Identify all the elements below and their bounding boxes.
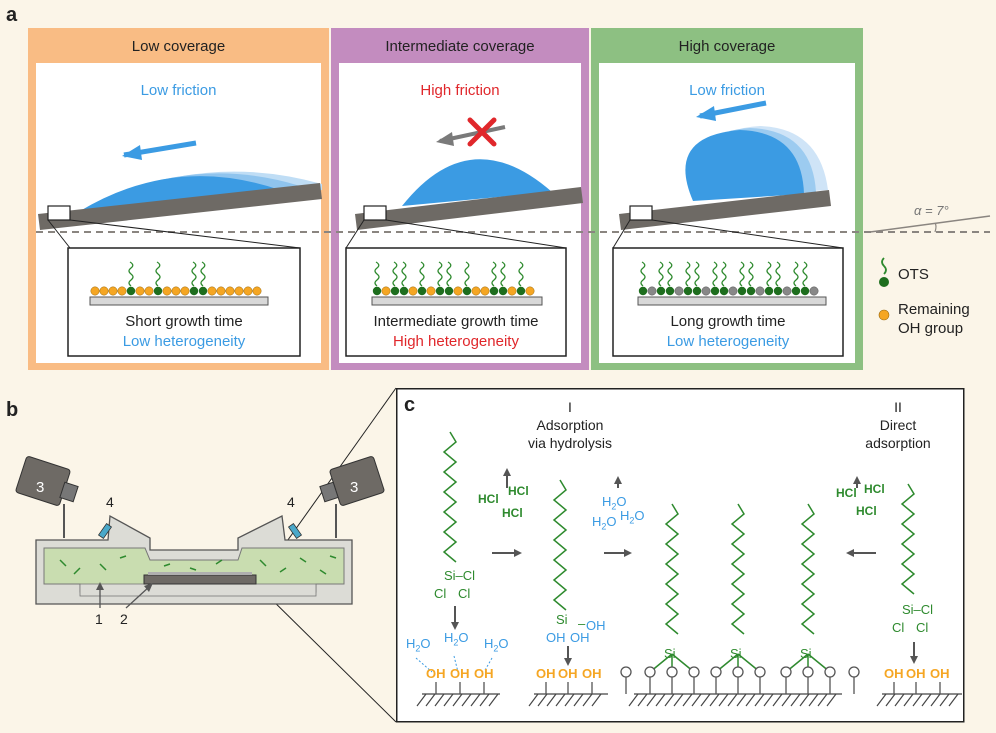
high-tilted-plate	[619, 190, 831, 230]
hcl-label: HCl	[508, 484, 529, 498]
cl-label: Cl	[892, 620, 905, 635]
high-friction-label: High friction	[420, 82, 500, 99]
route-1-numeral: I	[568, 399, 572, 415]
tilt-angle-label: α = 7°	[914, 203, 949, 218]
h2o-label: H2O	[602, 494, 627, 512]
h2o-label: H2O	[620, 508, 645, 526]
low-arrow-icon	[122, 145, 142, 160]
panel-b-letter: b	[6, 399, 19, 421]
high-heterogeneity-label: High heterogeneity	[393, 333, 519, 350]
route-2-line2: adsorption	[865, 435, 931, 451]
legend-ots-label: OTS	[898, 266, 929, 283]
si-cl-label: Si–Cl	[444, 568, 476, 583]
short-growth-label: Short growth time	[125, 313, 243, 330]
surface-oh-label: OH	[930, 666, 950, 681]
low-droplet	[80, 171, 322, 211]
high-arrow-icon	[696, 106, 716, 121]
h2o-label: H2O	[444, 630, 469, 648]
low-tilted-plate	[38, 183, 322, 230]
legend-oh-line1: Remaining	[898, 301, 970, 318]
high-coverage-title: High coverage	[678, 38, 776, 55]
camera-right	[319, 456, 385, 538]
mid-tilted-plate	[355, 187, 583, 230]
ots-icon	[881, 257, 887, 275]
cl-label: Cl	[916, 620, 929, 635]
legend-oh-line2: OH group	[898, 320, 964, 337]
low-coverage-substrate	[89, 261, 269, 306]
hcl-label: HCl	[836, 486, 857, 500]
panel-c-frame	[396, 388, 965, 723]
label-1: 1	[95, 611, 103, 627]
si-cl-label: Si–Cl	[902, 602, 934, 617]
high-coverage-substrate	[637, 261, 827, 306]
label-2: 2	[120, 611, 128, 627]
mid-arrow-icon	[436, 132, 454, 146]
high-droplet	[685, 126, 828, 201]
window-label-right: 4	[287, 494, 295, 510]
intermediate-coverage-substrate	[371, 261, 543, 306]
cl-label: Cl	[458, 586, 471, 601]
si-label: Si	[556, 612, 568, 627]
surface-oh-label: OH	[426, 666, 446, 681]
surface-oh-label: OH	[558, 666, 578, 681]
oh-label: OH	[570, 630, 590, 645]
camera-left	[15, 456, 79, 538]
oh-label: OH	[586, 618, 606, 633]
surface-oh-label: OH	[582, 666, 602, 681]
hcl-label: HCl	[864, 482, 885, 496]
oh-label: OH	[546, 630, 566, 645]
window-label-left: 4	[106, 494, 114, 510]
surface-oh-label: OH	[906, 666, 926, 681]
route-2-line1: Direct	[879, 417, 917, 433]
hcl-label: HCl	[502, 506, 523, 520]
camera-label-left: 3	[36, 479, 45, 496]
low-coverage-title: Low coverage	[131, 38, 226, 55]
si-label: Si	[730, 646, 742, 661]
panel-a-letter: a	[6, 4, 18, 26]
intermediate-growth-label: Intermediate growth time	[373, 313, 539, 330]
si-label: Si	[800, 646, 812, 661]
dash: –	[578, 616, 586, 631]
h2o-label: H2O	[592, 514, 617, 532]
route-2-header: II Direct adsorption	[838, 398, 958, 452]
surface-oh-label: OH	[884, 666, 904, 681]
mid-droplet	[402, 159, 552, 206]
route-1-line2: via hydrolysis	[527, 435, 613, 451]
surface-oh-label: OH	[536, 666, 556, 681]
intermediate-coverage-title: Intermediate coverage	[385, 38, 535, 55]
long-growth-label: Long growth time	[670, 313, 786, 330]
oh-group-icon	[878, 309, 890, 321]
hcl-label: HCl	[856, 504, 877, 518]
si-label: Si	[664, 646, 676, 661]
h2o-label: H2O	[484, 636, 509, 654]
hcl-label: HCl	[478, 492, 499, 506]
low-friction-label-2: Low friction	[689, 82, 765, 99]
low-friction-label: Low friction	[140, 82, 217, 99]
route-2-numeral: II	[894, 399, 902, 415]
blocked-x-icon	[467, 117, 497, 147]
legend-oh-label: Remaining OH group	[898, 300, 970, 338]
low-heterogeneity-label-2: Low heterogeneity	[666, 333, 790, 350]
panel-b-apparatus	[15, 387, 397, 723]
h2o-label: H2O	[406, 636, 431, 654]
cl-label: Cl	[434, 586, 447, 601]
low-heterogeneity-label: Low heterogeneity	[122, 333, 246, 350]
surface-oh-label: OH	[474, 666, 494, 681]
panel-c-letter: c	[404, 394, 416, 416]
route-1-header: I Adsorption via hydrolysis	[480, 398, 660, 452]
route-1-line1: Adsorption	[536, 417, 604, 433]
panel-a-graphics	[28, 28, 991, 370]
camera-label-right: 3	[350, 479, 359, 496]
surface-oh-label: OH	[450, 666, 470, 681]
